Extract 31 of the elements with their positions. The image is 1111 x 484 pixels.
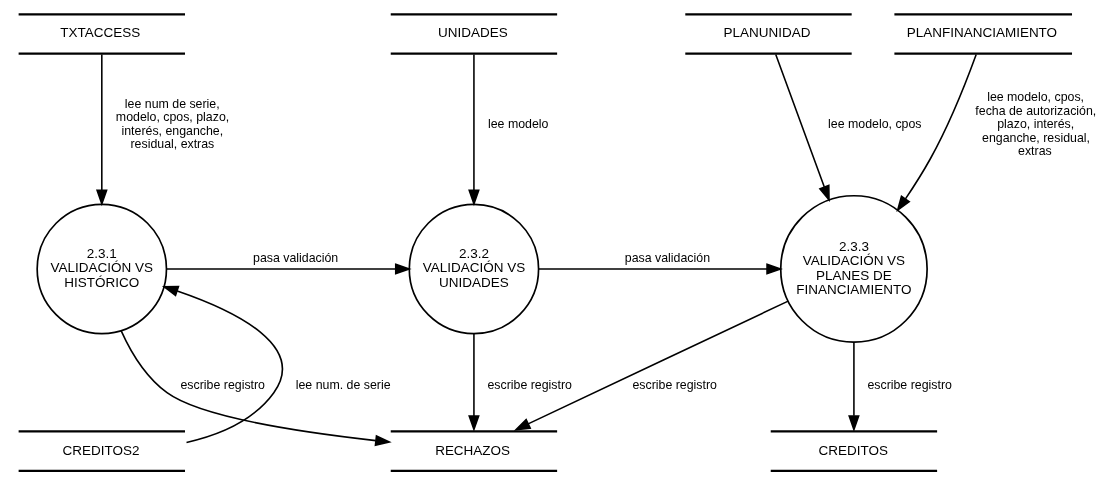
edge-label: escribe registro: [631, 378, 717, 393]
edge-label: lee num de serie, modelo, cpos, plazo, interés, enganche, residual, extras: [115, 96, 229, 152]
arrow: [895, 53, 977, 213]
arrow: [95, 53, 108, 207]
node-text: TXTACCESS: [59, 25, 140, 41]
node-circle: 2.3.2 VALIDACIÓN VS UNIDADES: [407, 203, 539, 335]
arrow: [537, 263, 783, 275]
arrow: [467, 333, 480, 432]
arrow: [119, 330, 392, 447]
edge-label: pasa validación: [624, 251, 710, 266]
arrow: [161, 285, 283, 444]
edge-label: escribe registro: [486, 378, 572, 393]
arrow: [774, 53, 830, 202]
edge-label: lee modelo: [487, 117, 548, 132]
arrow: [165, 263, 412, 275]
node-text: CREDITOS2: [61, 442, 139, 458]
arrow: [513, 300, 789, 431]
edge-label: escribe registro: [180, 378, 265, 393]
node-text: CREDITOS: [818, 442, 888, 458]
arrow: [847, 341, 860, 432]
edge-label: lee modelo, cpos, fecha de autorización, plazo, interés, enganche, residual, extras: [974, 90, 1096, 159]
node-text: PLANFINANCIAMIENTO: [906, 25, 1057, 41]
edge-label: lee modelo, cpos: [827, 117, 922, 132]
node-text: UNIDADES: [437, 25, 508, 41]
node-circle: 2.3.1 VALIDACIÓN VS HISTÓRICO: [35, 203, 167, 335]
node-text: RECHAZOS: [434, 442, 510, 458]
node-text: PLANUNIDAD: [723, 25, 810, 41]
edge-label: lee num. de serie: [295, 378, 391, 393]
edge-label: escribe registro: [866, 378, 952, 393]
arrow: [467, 53, 480, 207]
edge-label: pasa validación: [252, 251, 338, 266]
